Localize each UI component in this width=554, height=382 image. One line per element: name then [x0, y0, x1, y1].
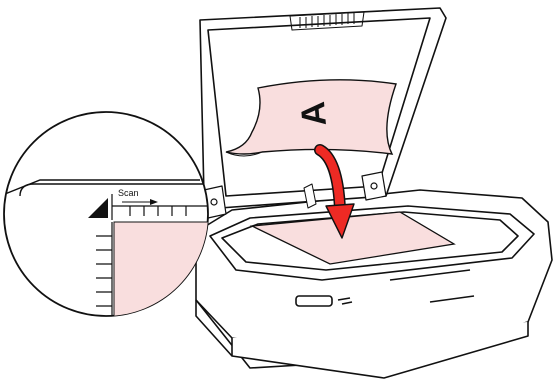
down-arrow-icon: [314, 144, 355, 239]
triangle-corner-mark-icon: [88, 198, 108, 218]
magnifier-callout: Scan: [3, 111, 209, 317]
document-letter: A: [294, 100, 334, 128]
document-sheet: A: [225, 79, 397, 157]
power-button: [295, 295, 333, 307]
hinge-right: [361, 171, 387, 201]
scan-direction-label: Scan: [118, 188, 139, 198]
document-on-glass: [249, 211, 456, 265]
lid-handle: [289, 11, 365, 31]
